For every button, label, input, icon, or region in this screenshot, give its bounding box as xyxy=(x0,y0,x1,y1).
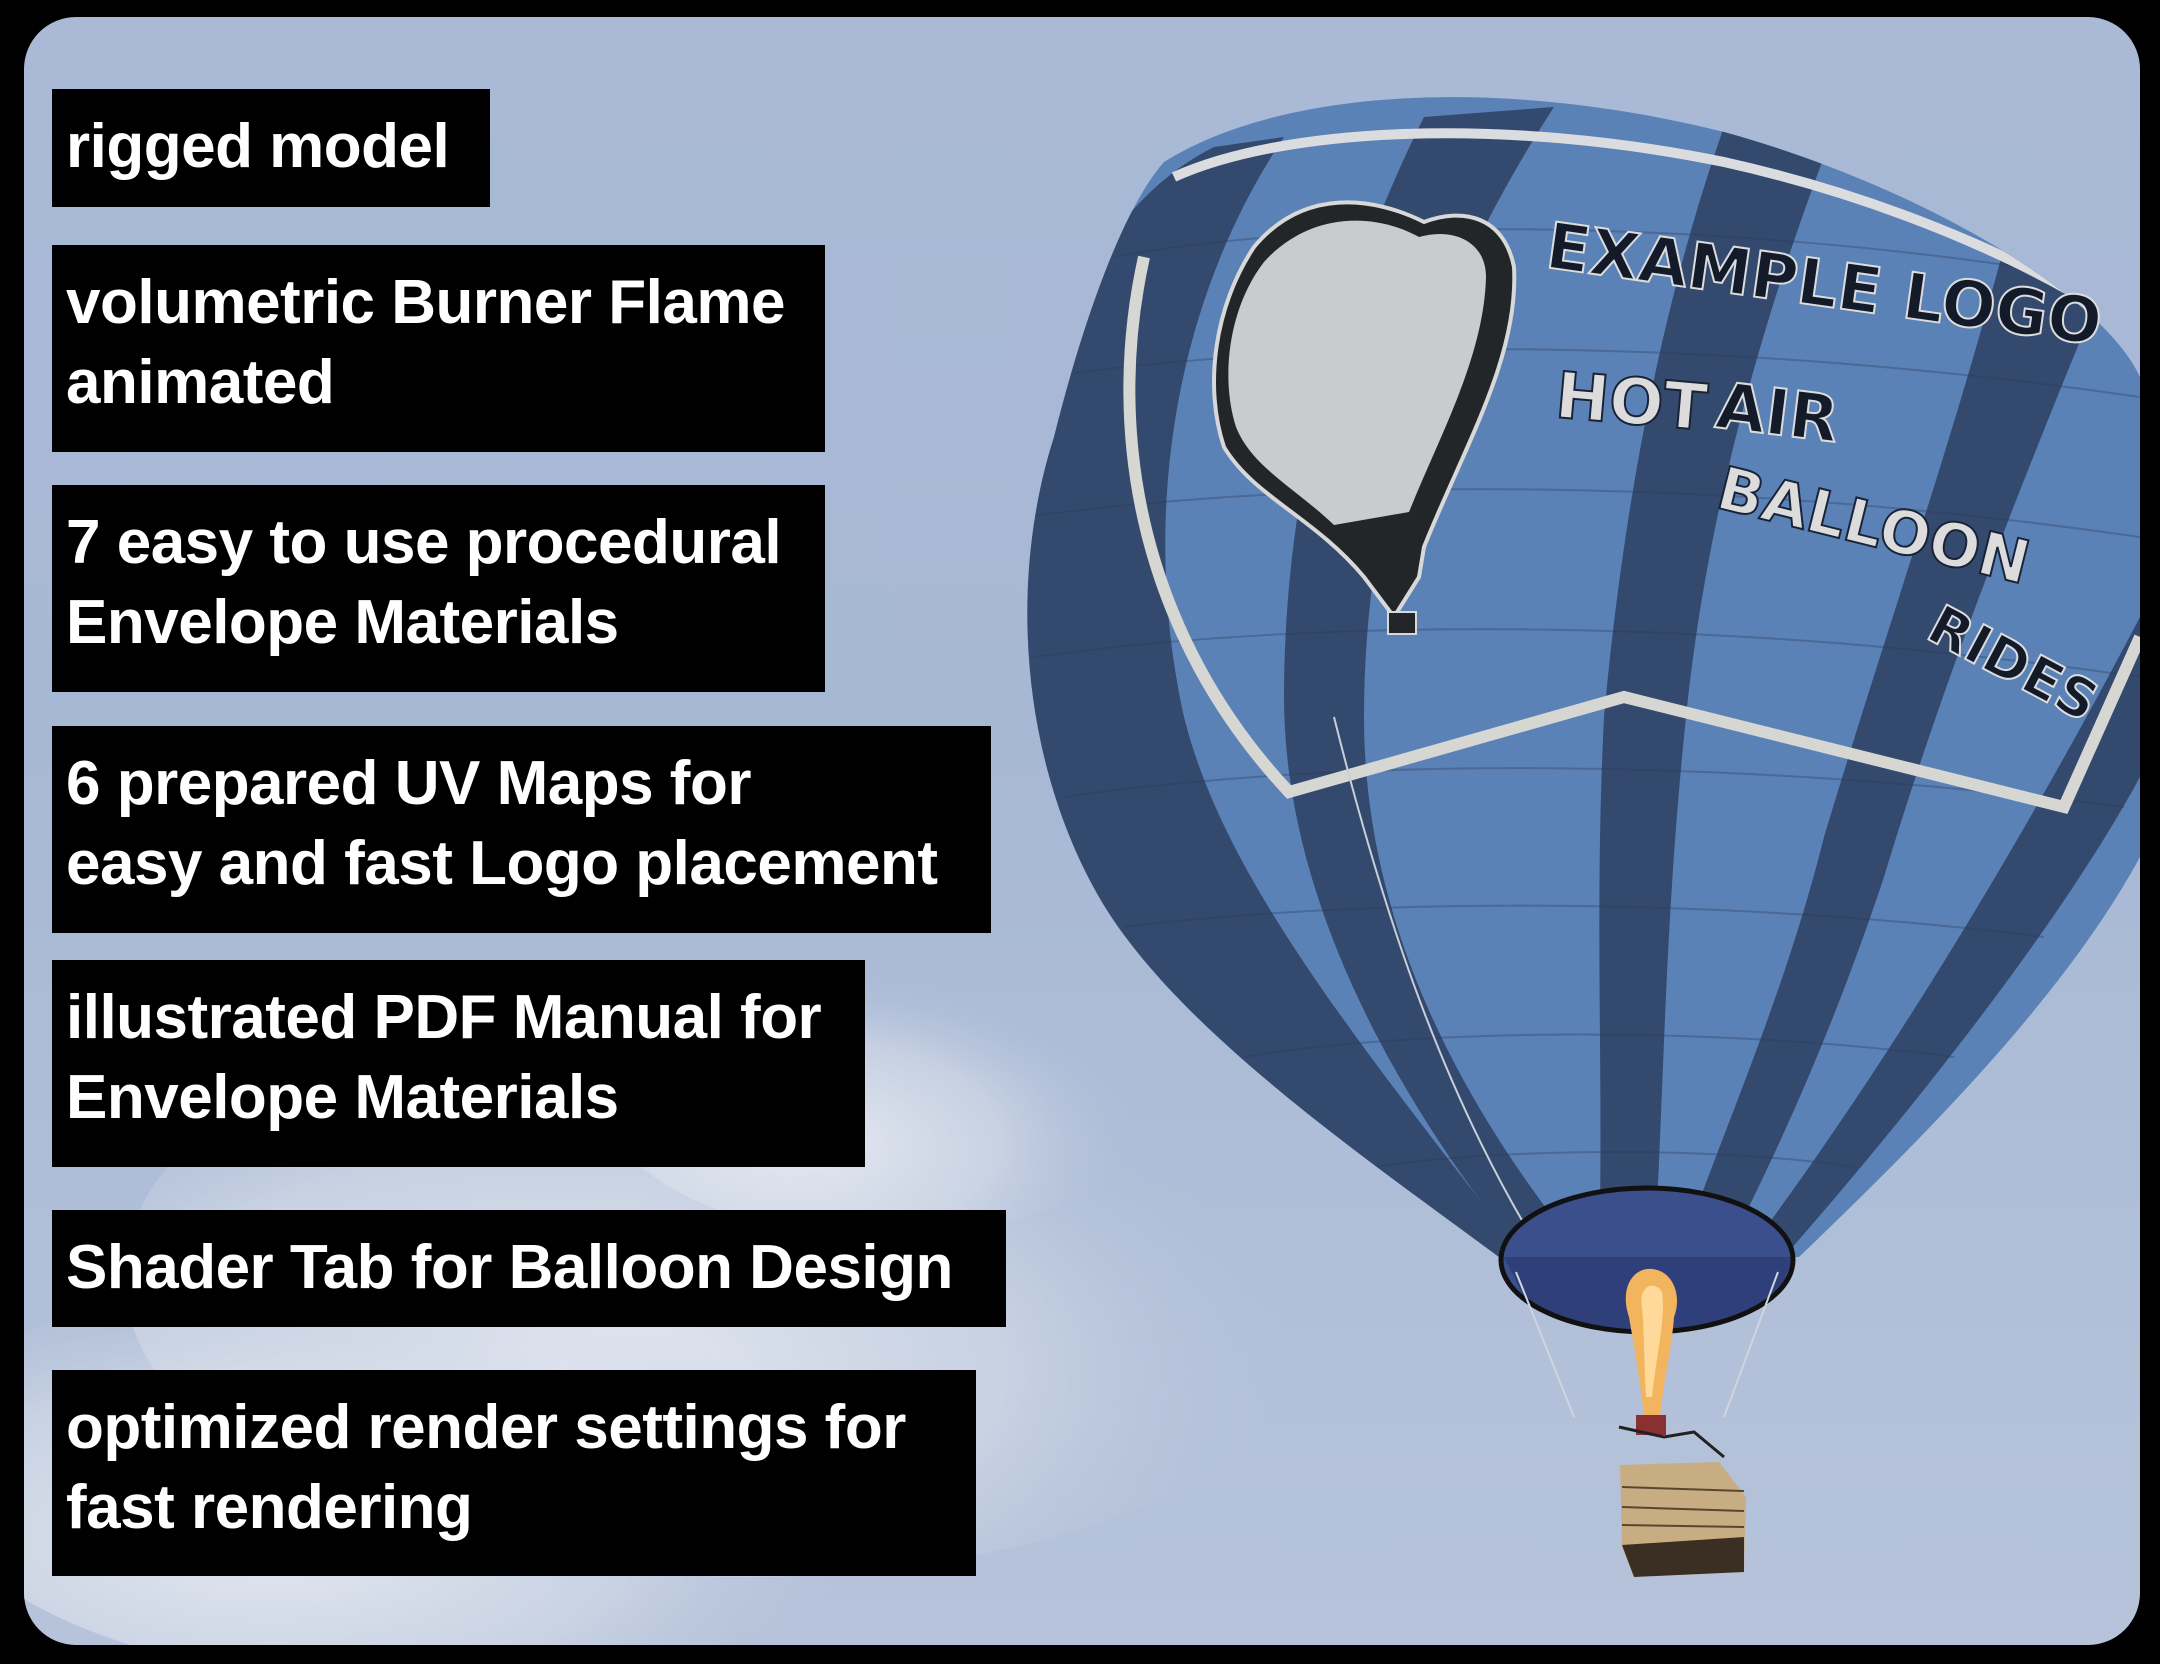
feature-text: 6 prepared UV Maps for xyxy=(66,749,751,818)
feature-label-shader-tab: Shader Tab for Balloon Design xyxy=(52,1210,1006,1327)
feature-text: volumetric Burner Flame xyxy=(66,268,785,337)
tagline-word1: HOT xyxy=(1553,359,1711,446)
feature-text: Envelope Materials xyxy=(66,1063,619,1132)
feature-label-envelope-materials: 7 easy to use procedural Envelope Materi… xyxy=(52,485,825,692)
feature-text: 7 easy to use procedural xyxy=(66,508,782,577)
feature-label-pdf-manual: illustrated PDF Manual for Envelope Mate… xyxy=(52,960,865,1167)
feature-text: animated xyxy=(66,348,335,417)
example-logo-graphic xyxy=(1212,200,1517,635)
feature-text: Envelope Materials xyxy=(66,588,619,657)
feature-text: Shader Tab for Balloon Design xyxy=(66,1233,953,1302)
feature-text: illustrated PDF Manual for xyxy=(66,983,822,1052)
feature-text: easy and fast Logo placement xyxy=(66,829,938,898)
promo-card: EXAMPLE LOGO HOT AIR BALLOON RIDES xyxy=(24,17,2140,1645)
feature-text: fast rendering xyxy=(66,1473,473,1542)
feature-label-rigged-model: rigged model xyxy=(52,89,490,207)
feature-label-burner-flame: volumetric Burner Flame animated xyxy=(52,245,825,452)
feature-text: optimized render settings for xyxy=(66,1393,906,1462)
basket xyxy=(1618,1425,1746,1577)
feature-text: rigged model xyxy=(66,112,450,181)
burner-flame-icon xyxy=(1625,1268,1678,1435)
tagline-word2: AIR xyxy=(1712,369,1843,457)
feature-label-render-settings: optimized render settings for fast rende… xyxy=(52,1370,976,1576)
feature-label-uv-maps: 6 prepared UV Maps for easy and fast Log… xyxy=(52,726,991,933)
